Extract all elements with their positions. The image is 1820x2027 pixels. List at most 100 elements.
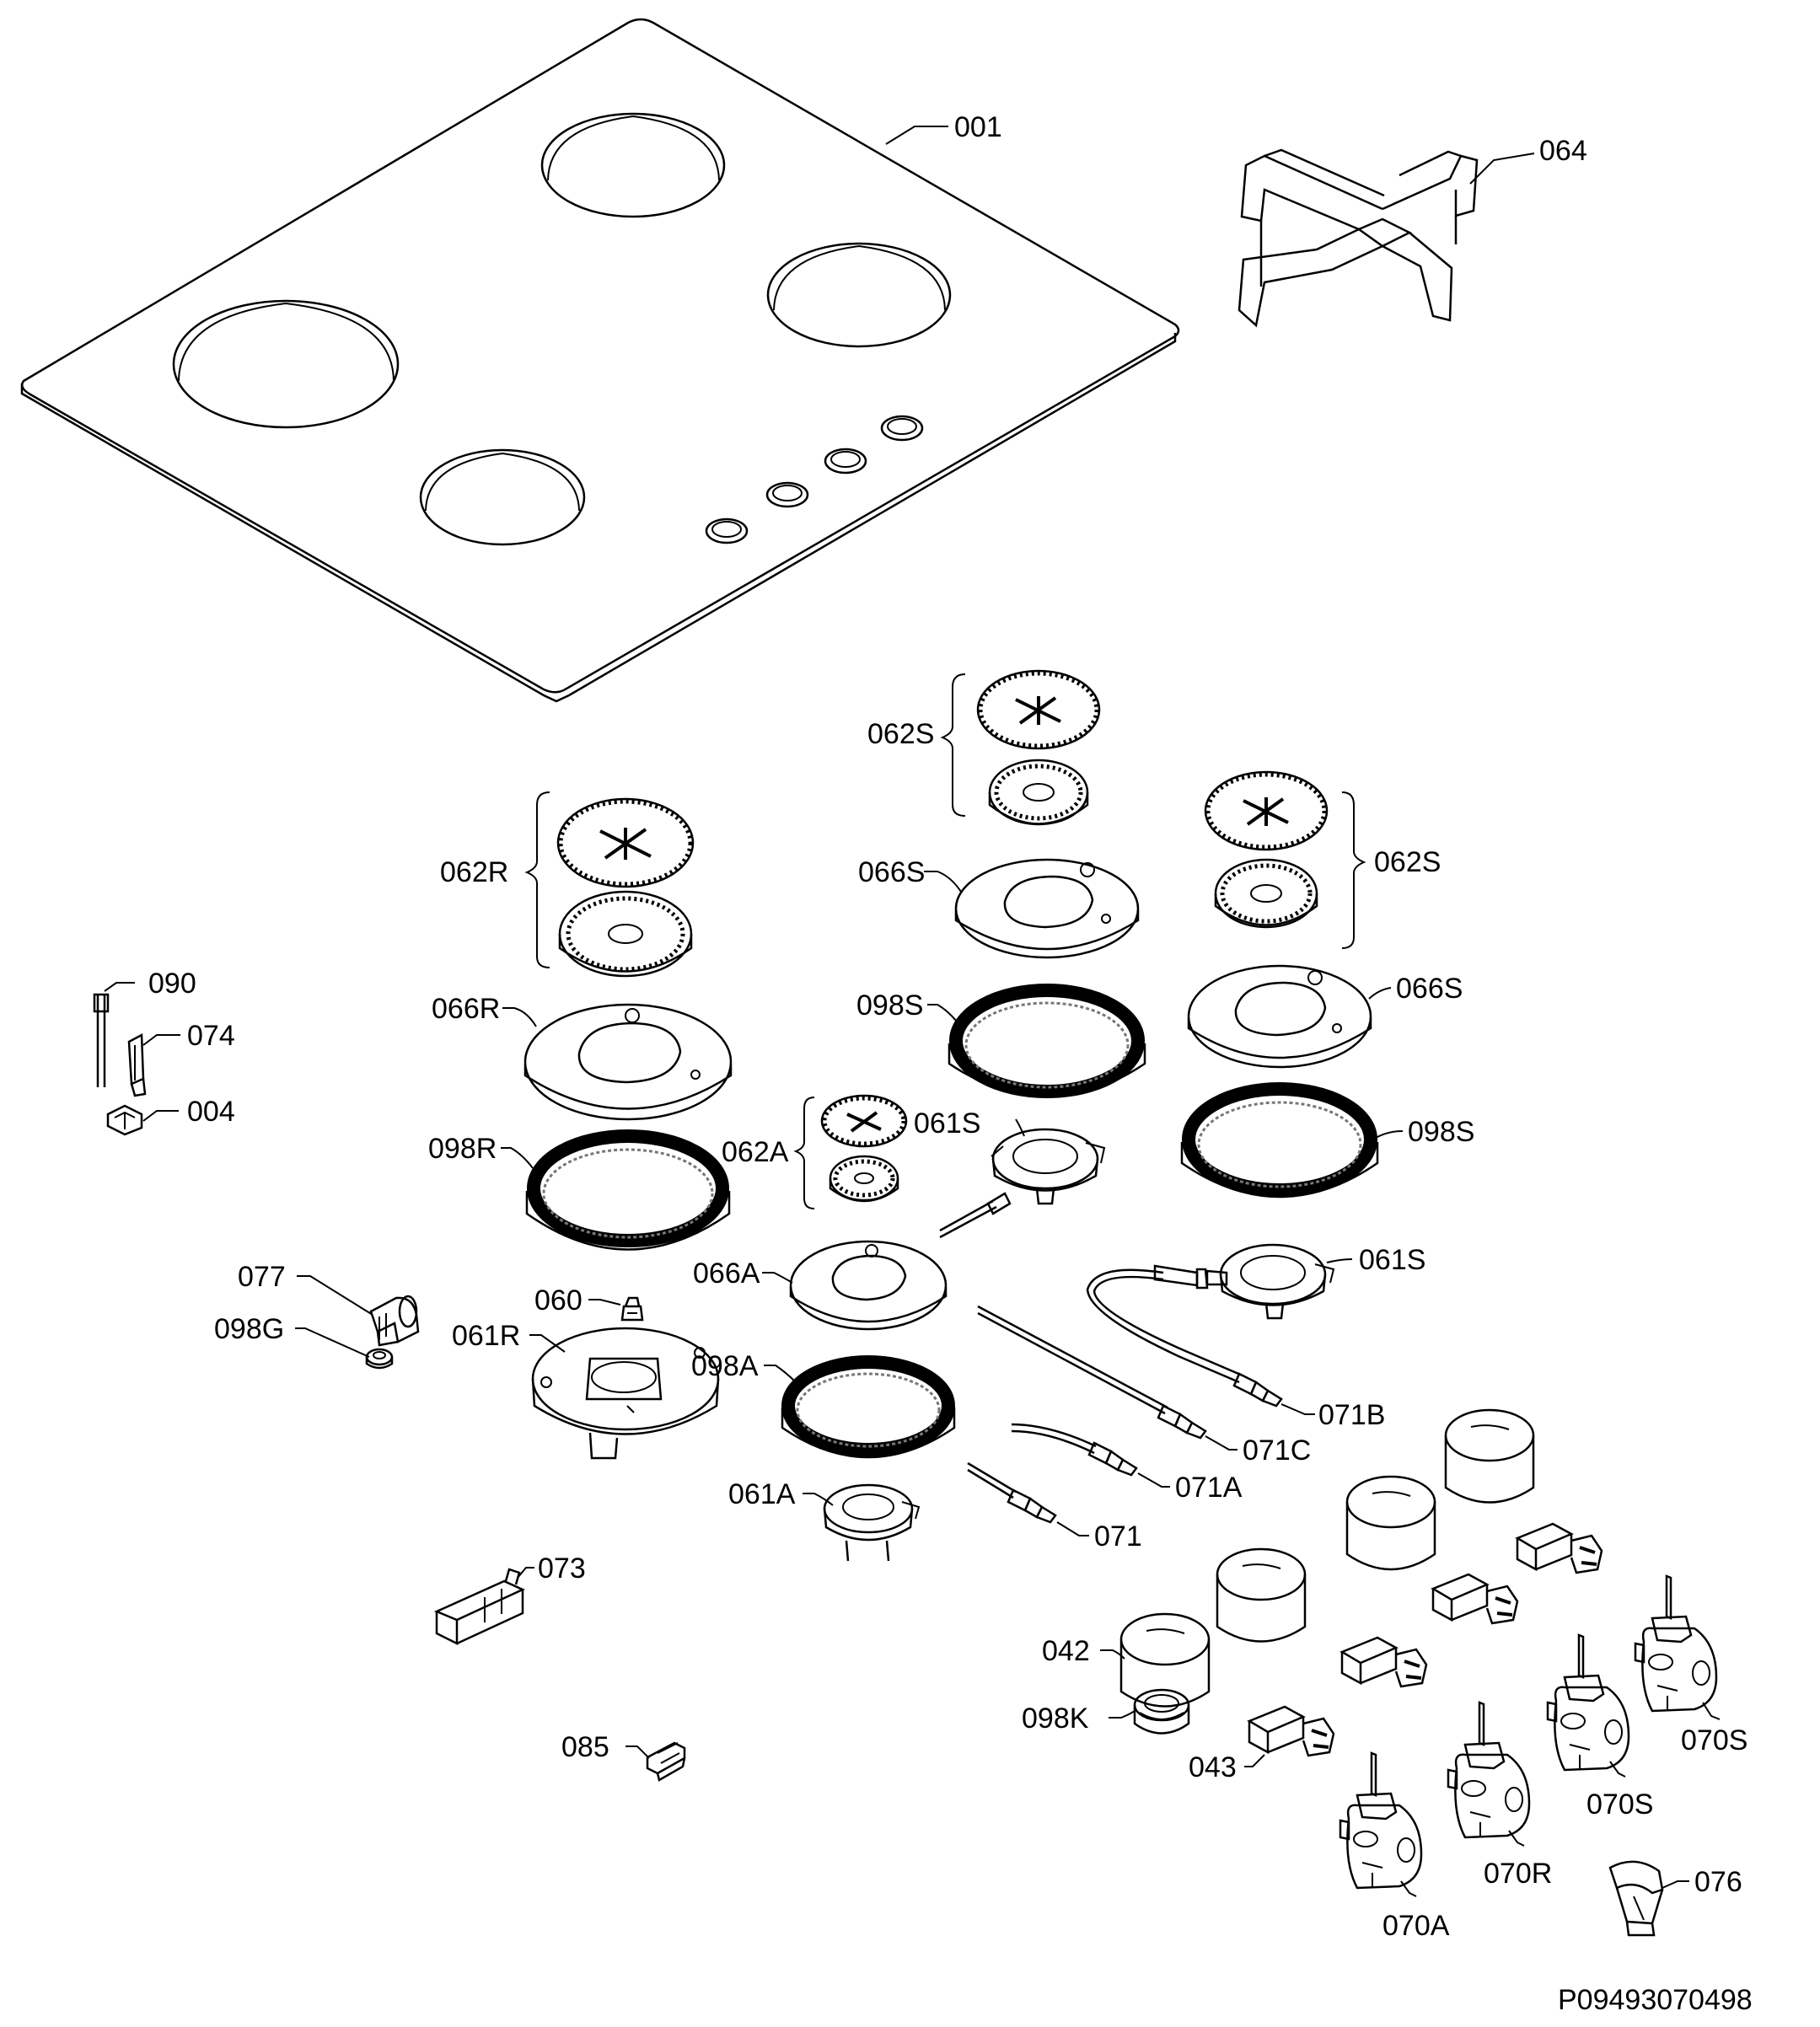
leader-066S-mid xyxy=(924,871,962,893)
leader-001 xyxy=(885,126,948,145)
leader-066A xyxy=(762,1272,793,1284)
leader-071 xyxy=(1056,1521,1089,1536)
label-066S-right: 066S xyxy=(1396,973,1463,1005)
burner-cap-062S-top xyxy=(976,669,1101,750)
knob-hole xyxy=(880,415,924,442)
seal-ring-098S-mid xyxy=(948,984,1146,1098)
burner-body-061R xyxy=(531,1327,720,1460)
label-098S-right: 098S xyxy=(1408,1116,1474,1148)
leader-071C xyxy=(1205,1435,1237,1451)
leader-071B xyxy=(1280,1403,1315,1415)
label-098R: 098R xyxy=(428,1133,497,1165)
control-knob xyxy=(1444,1408,1535,1504)
leader-066R xyxy=(502,1007,537,1027)
burner-hole xyxy=(419,448,586,546)
leader-066S-right xyxy=(1368,987,1392,1000)
microswitch xyxy=(1339,1636,1428,1688)
burner-body-061A xyxy=(823,1483,921,1562)
burner-body-061S-mid xyxy=(991,1128,1106,1205)
leader-004 xyxy=(142,1110,179,1122)
gas-valve-070S-b xyxy=(1546,1633,1630,1772)
burner-body-061S-right xyxy=(1219,1243,1335,1320)
brace-062S-right xyxy=(1341,791,1366,949)
knob-hole xyxy=(705,517,749,544)
leader-070S-a xyxy=(1702,1702,1721,1720)
label-062S-right: 062S xyxy=(1374,846,1441,878)
leader-064 xyxy=(1469,153,1535,185)
leader-077 xyxy=(297,1275,373,1316)
label-073: 073 xyxy=(538,1552,586,1585)
control-knob xyxy=(1345,1475,1436,1571)
burner-crown-062A xyxy=(829,1155,899,1203)
burner-cap-062S-right xyxy=(1204,770,1329,851)
gas-valve-070A xyxy=(1339,1751,1423,1890)
gas-pipe-071B xyxy=(1086,1264,1283,1408)
hob-top-plate xyxy=(20,18,1180,703)
leader-098K xyxy=(1109,1710,1135,1719)
knob-hole xyxy=(765,481,809,508)
label-098A: 098A xyxy=(691,1350,759,1382)
label-043: 043 xyxy=(1189,1751,1237,1783)
leader-090 xyxy=(104,982,135,992)
leader-042 xyxy=(1100,1649,1125,1660)
label-070R: 070R xyxy=(1484,1858,1552,1890)
leader-098R xyxy=(501,1147,534,1169)
label-098G: 098G xyxy=(214,1313,284,1345)
leader-070A xyxy=(1400,1880,1417,1897)
label-070A: 070A xyxy=(1382,1910,1450,1942)
label-064: 064 xyxy=(1539,135,1587,167)
leader-098S-right xyxy=(1375,1130,1404,1139)
leader-070S-b xyxy=(1609,1761,1626,1778)
label-071C: 071C xyxy=(1243,1434,1311,1467)
label-042: 042 xyxy=(1042,1635,1090,1667)
leader-098S-mid xyxy=(927,1004,960,1026)
leader-061R xyxy=(529,1334,566,1353)
leader-085 xyxy=(625,1745,650,1759)
label-098K: 098K xyxy=(1022,1703,1089,1735)
label-071A: 071A xyxy=(1175,1472,1243,1504)
label-070S-a: 070S xyxy=(1681,1724,1748,1756)
microswitch xyxy=(1515,1522,1603,1574)
injector-tube xyxy=(939,1199,997,1239)
diagram-identifier: P09493070498 xyxy=(1558,1984,1753,2016)
label-066R: 066R xyxy=(432,993,500,1025)
washer-098G xyxy=(365,1348,394,1370)
gas-valve-070S-a xyxy=(1634,1574,1718,1713)
label-071B: 071B xyxy=(1318,1399,1385,1431)
burner-crown-062S-right xyxy=(1214,858,1318,929)
microswitch xyxy=(1431,1573,1519,1625)
control-knob xyxy=(1216,1547,1307,1643)
microswitch xyxy=(1247,1705,1335,1757)
leader-098G xyxy=(295,1327,370,1358)
leader-074 xyxy=(142,1034,180,1046)
leader-073 xyxy=(517,1567,534,1579)
leader-061S-mid xyxy=(1015,1118,1025,1137)
leader-061A xyxy=(803,1493,834,1506)
label-060: 060 xyxy=(534,1284,583,1316)
burner-cover-066S-right xyxy=(1187,964,1372,1069)
brace-062A xyxy=(793,1097,815,1209)
burner-crown-062S-top xyxy=(988,759,1089,826)
label-062S-top: 062S xyxy=(867,718,934,750)
label-076: 076 xyxy=(1694,1866,1742,1898)
burner-cover-066S-mid xyxy=(954,858,1140,959)
leader-076 xyxy=(1662,1880,1689,1889)
burner-hole xyxy=(540,112,726,218)
spark-generator-073 xyxy=(433,1568,526,1646)
label-077: 077 xyxy=(238,1261,286,1293)
gas-inlet-elbow-077 xyxy=(369,1295,420,1347)
seal-ring-098A xyxy=(781,1355,956,1459)
brace-062R xyxy=(524,791,550,968)
gas-pipe-071 xyxy=(967,1461,1057,1524)
pan-support xyxy=(1237,148,1479,328)
label-061R: 061R xyxy=(452,1320,520,1352)
label-061S-mid: 061S xyxy=(914,1107,980,1140)
clip-085 xyxy=(646,1741,686,1782)
burner-cover-066A xyxy=(789,1240,948,1331)
ignition-electrode-074 xyxy=(127,1032,147,1097)
gas-valve-070R xyxy=(1447,1701,1531,1839)
burner-hole xyxy=(766,242,952,348)
leader-098A xyxy=(764,1365,797,1383)
